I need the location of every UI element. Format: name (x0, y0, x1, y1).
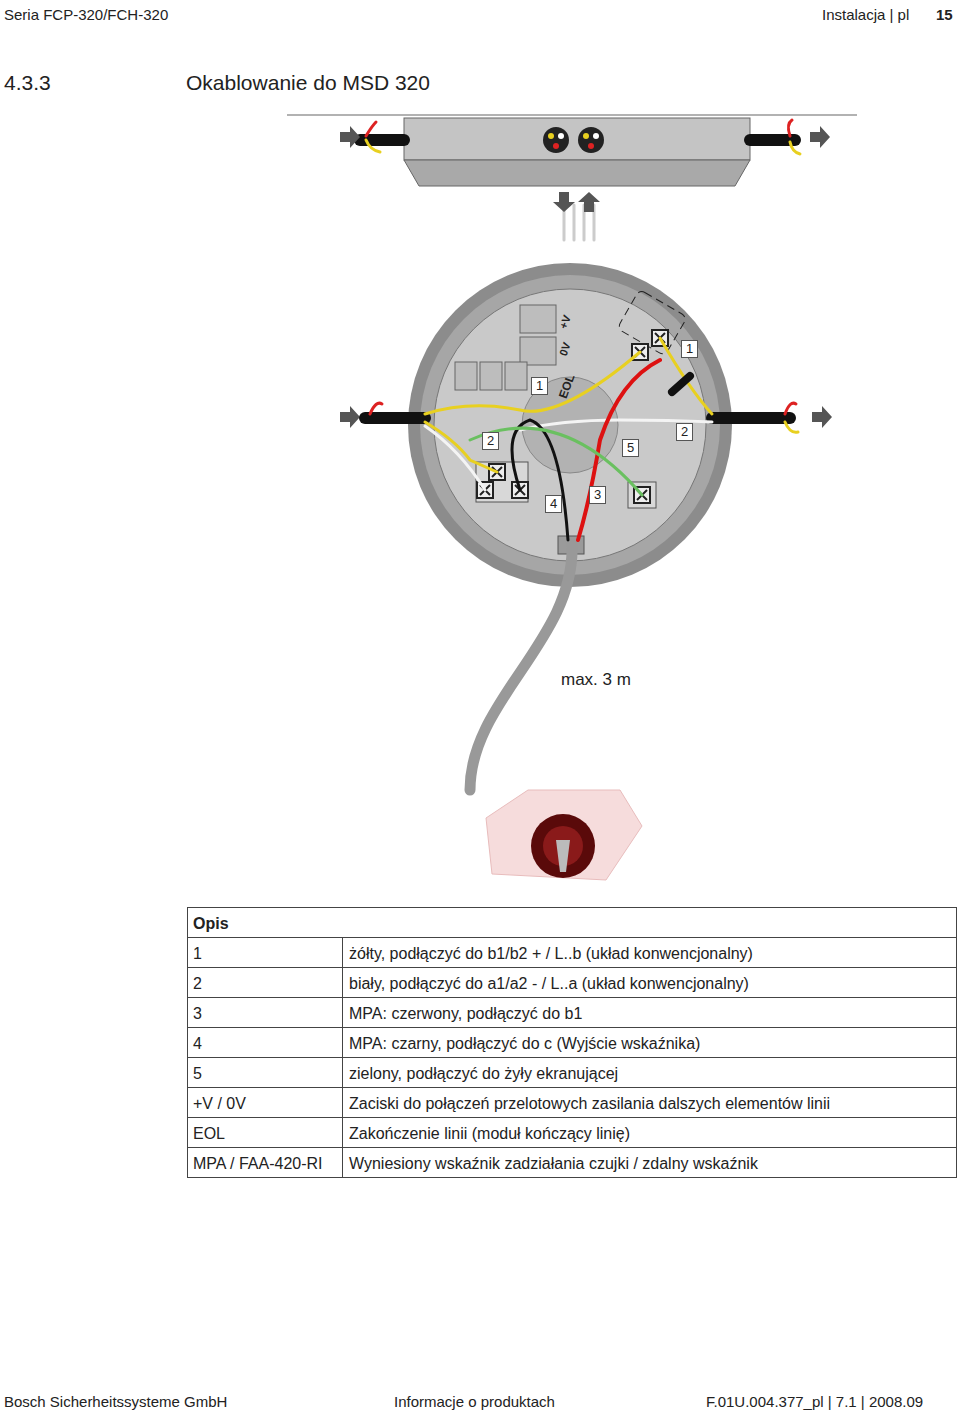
table-grid (187, 938, 957, 1148)
callout-number: 1 (681, 340, 698, 358)
table-cell: MPA: czerwony, podłączyć do b1 (349, 1005, 582, 1023)
header-rule (287, 115, 857, 116)
table-cell: 4 (193, 1035, 202, 1053)
base-cables (370, 403, 382, 414)
junction-box (404, 118, 750, 186)
page-number: 15 (936, 7, 953, 24)
detector-base (520, 305, 556, 333)
section-number: 4.3.3 (4, 71, 51, 94)
footer-text: F.01U.004.377_pl | 7.1 | 2008.09 (706, 1394, 923, 1411)
header-text: Instalacja | pl (822, 7, 909, 24)
junction-box (583, 133, 589, 139)
base-cables (712, 412, 790, 424)
table-grid (187, 908, 957, 1178)
base-cables (365, 403, 798, 790)
base-cables (785, 403, 796, 414)
remote-indicator (486, 790, 642, 880)
detector-base (408, 263, 732, 587)
callout-number: 4 (545, 495, 562, 513)
table-cell: zielony, podłączyć do żyły ekranującej (349, 1065, 618, 1083)
wires (672, 376, 690, 392)
direction-arrows (340, 126, 360, 148)
section-title: Okablowanie do MSD 320 (186, 71, 430, 94)
box-cables (750, 134, 795, 146)
table-cell: Zakończenie linii (moduł kończący linię) (349, 1125, 630, 1143)
direction-arrows (553, 192, 575, 212)
base-cables (785, 422, 798, 432)
detector-base (455, 362, 477, 390)
box-cables (788, 120, 792, 136)
junction-box (558, 133, 564, 139)
header-text: Seria FCP-320/FCH-320 (4, 7, 168, 24)
detector-base (476, 462, 528, 502)
detector-base (408, 263, 732, 587)
table-cell: Wyniesiony wskaźnik zadziałania czujki /… (349, 1155, 758, 1173)
wires (425, 426, 485, 490)
table-cell: Zaciski do połączeń przelotowych zasilan… (349, 1095, 830, 1113)
table-grid (188, 908, 957, 1178)
junction-box (548, 133, 554, 139)
detector-base (434, 289, 706, 561)
box-cables (366, 122, 376, 136)
table-cell: 2 (193, 975, 202, 993)
direction-arrows (578, 192, 600, 212)
junction-box (404, 118, 750, 160)
remote-indicator (531, 814, 595, 878)
junction-box (404, 160, 750, 186)
table-cell: 5 (193, 1065, 202, 1083)
direction-arrows (812, 406, 832, 428)
direction-arrows (810, 126, 830, 148)
callout-number: 2 (482, 432, 499, 450)
junction-box (543, 127, 569, 153)
base-cables (470, 545, 572, 790)
table-header: Opis (193, 915, 229, 933)
table-cell: MPA / FAA-420-RI (193, 1155, 323, 1173)
detector-base (505, 362, 527, 390)
detector-base (520, 337, 556, 365)
wires (470, 428, 642, 495)
table-grid (342, 937, 343, 1177)
box-cables (366, 140, 380, 152)
callout-number: 5 (622, 439, 639, 457)
callout-number: 1 (531, 377, 548, 395)
junction-box (588, 143, 594, 149)
header-rule (287, 114, 857, 116)
junction-box (553, 143, 559, 149)
wires (425, 352, 640, 414)
detector-base (420, 275, 720, 575)
junction-box (578, 127, 604, 153)
table-cell: żółty, podłączyć do b1/b2 + / L..b (ukła… (349, 945, 753, 963)
detector-base (480, 362, 502, 390)
table-cell: MPA: czarny, podłączyć do c (Wyjście wsk… (349, 1035, 700, 1053)
callout-number: 2 (676, 423, 693, 441)
box-cables (360, 120, 800, 240)
footer-text: Informacje o produktach (394, 1394, 555, 1411)
direction-arrows (340, 406, 360, 428)
table-cell: biały, podłączyć do a1/a2 - / L..a (ukła… (349, 975, 749, 993)
terminal-screws (477, 330, 668, 503)
wires (425, 338, 712, 540)
junction-box (593, 133, 599, 139)
length-note: max. 3 m (561, 671, 631, 690)
detector-base (617, 289, 687, 355)
remote-indicator (556, 840, 570, 872)
remote-indicator (486, 790, 642, 880)
wires (660, 338, 712, 414)
table-cell: 3 (193, 1005, 202, 1023)
table-cell: +V / 0V (193, 1095, 246, 1113)
wires (512, 420, 568, 540)
table-cell: 1 (193, 945, 202, 963)
callout-number: 3 (589, 486, 606, 504)
box-cables (790, 142, 800, 154)
base-cables (365, 412, 425, 424)
footer-text: Bosch Sicherheitssysteme GmbH (4, 1394, 227, 1411)
table-cell: EOL (193, 1125, 225, 1143)
